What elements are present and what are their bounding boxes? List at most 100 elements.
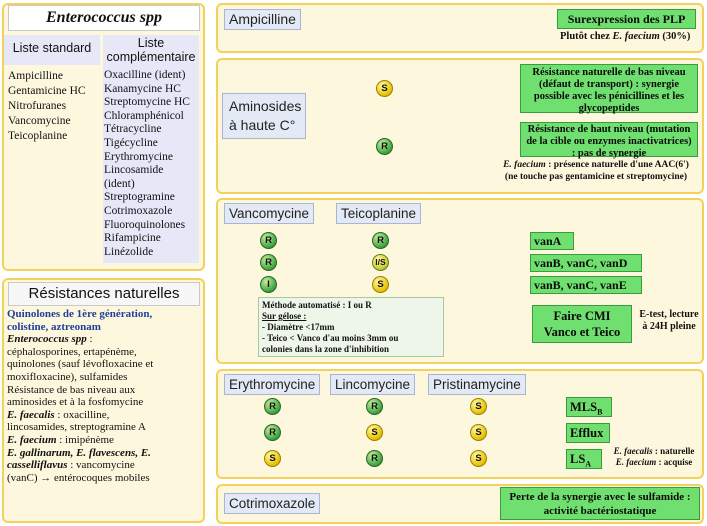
- natural-resistance-line-main: colistine, aztreonam: [7, 320, 101, 333]
- natural-resistance-line: E. faecium : imipénème: [7, 434, 203, 447]
- pristinamycine-label: Pristinamycine: [428, 374, 526, 395]
- natural-resistance-line: quinolones (sauf lévofloxacine et: [7, 358, 203, 371]
- natural-resistance-line-main: lincosamides, streptogramine A: [7, 421, 146, 434]
- complementary-header-bg: [103, 35, 199, 263]
- glyco-row2-vanco-circle: R: [260, 254, 277, 271]
- complementary-item: Tigécycline: [104, 136, 158, 149]
- aminosides-label: Aminosides à haute C°: [222, 93, 306, 139]
- mls-row3-result-sub: A: [585, 459, 592, 469]
- mls-ls-note: E. faecalis : naturelle E. faecium : acq…: [606, 446, 702, 468]
- natural-resistance-line: E. gallinarum, E. flavescens, E.: [7, 447, 203, 460]
- glyco-row3-teico-circle: S: [372, 276, 389, 293]
- mls-row3-ery-circle: S: [264, 450, 281, 467]
- vancomycine-label: Vancomycine: [224, 203, 315, 224]
- standard-header-bg: [4, 35, 100, 65]
- natural-resistance-line-tail: :: [86, 333, 93, 346]
- amino-s-circle: S: [376, 80, 393, 97]
- natural-resistance-line: colistine, aztreonam: [7, 321, 203, 334]
- lincomycine-label: Lincomycine: [330, 374, 416, 395]
- cotrimoxazole-result: Perte de la synergie avec le sulfamide :…: [500, 487, 700, 520]
- natural-resistance-line-main: Enterococcus spp: [7, 333, 87, 346]
- natural-resistance-text: Quinolones de 1ère génération,colistine,…: [7, 308, 203, 484]
- natural-resistance-line-main: E. faecium: [7, 433, 57, 446]
- standard-item: Vancomycine: [8, 115, 71, 127]
- amino-r-result: Résistance de haut niveau (mutation de l…: [520, 122, 698, 159]
- natural-resistance-line-main: aminosides et à la fosfomycine: [7, 396, 144, 409]
- natural-resistance-line-tail: : oxacilline,: [54, 408, 110, 421]
- complementary-item: Chloramphénicol: [104, 109, 184, 122]
- mls-row2-ery-circle: R: [264, 424, 281, 441]
- amino-s-result: Résistance naturelle de bas niveau (défa…: [520, 64, 698, 114]
- mls-row2-result: Efflux: [566, 423, 610, 443]
- mls-row1-result-text: MLS: [570, 400, 598, 414]
- ampicilline-sub-c: (30%): [659, 31, 691, 42]
- mls-row3-pristina-circle: S: [470, 450, 487, 467]
- glyco-method-line: - Teico < Vanco d'au moins 3mm ou: [262, 333, 399, 343]
- glyco-row1-teico-circle: R: [372, 232, 389, 249]
- complementary-list-header: Liste complémentaire: [106, 36, 196, 64]
- natural-resistance-line-main: quinolones (sauf lévofloxacine et: [7, 358, 154, 371]
- ampicilline-sub-b: E. faecium: [612, 31, 660, 42]
- natural-resistance-line: aminosides et à la fosfomycine: [7, 396, 203, 409]
- amino-note: E. faecium : présence naturelle d'une AA…: [490, 159, 702, 183]
- mls-note-b: : naturelle: [652, 446, 695, 456]
- natural-resistance-line-tail: : vancomycine: [67, 459, 135, 472]
- glyco-etest-note: E-test, lecture à 24H pleine: [639, 309, 699, 332]
- natural-resistance-line: (vanC) → entérocoques mobiles: [7, 472, 203, 485]
- glyco-method-line: - Diamètre <17mm: [262, 322, 335, 332]
- mls-row2-linco-circle: S: [366, 424, 383, 441]
- complementary-item: Fluoroquinolones: [104, 218, 186, 231]
- glyco-method-line: Sur gélose :: [262, 311, 307, 321]
- glyco-cmi-result: Faire CMI Vanco et Teico: [532, 305, 632, 343]
- glyco-row3-vanco-circle: I: [260, 276, 277, 293]
- natural-resistance-line-main: Quinolones de 1ère génération,: [7, 308, 153, 320]
- glyco-row2-teico-circle: I/S: [372, 254, 389, 271]
- glyco-row1-vanco-circle: R: [260, 232, 277, 249]
- standard-item: Ampicilline: [8, 70, 63, 82]
- standard-list: Ampicilline Gentamicine HC Nitrofuranes …: [8, 69, 86, 144]
- natural-resistance-line: Enterococcus spp :: [7, 333, 203, 346]
- natural-resistance-line: Résistance de bas niveau aux: [7, 384, 203, 397]
- mls-row3-linco-circle: R: [366, 450, 383, 467]
- mls-row1-linco-circle: R: [366, 398, 383, 415]
- amino-note-b: : présence naturelle d'une AAC(6'): [545, 160, 689, 170]
- natural-resistance-line-tail: : imipénème: [56, 433, 114, 446]
- amino-note-c: (ne touche pas gentamicine et streptomyc…: [504, 172, 688, 182]
- mls-row2-pristina-circle: S: [470, 424, 487, 441]
- natural-resistance-line: moxifloxacine), sulfamides: [7, 371, 203, 384]
- mls-row3-result-text: LS: [570, 452, 586, 466]
- complementary-list: Oxacilline (ident) Kanamycine HC Strepto…: [104, 69, 190, 259]
- glyco-method-line: colonies dans la zone d'inhibition: [262, 344, 390, 354]
- ampicilline-label: Ampicilline: [224, 9, 301, 30]
- glyco-row2-result: vanB, vanC, vanD: [530, 254, 642, 272]
- complementary-item: Lincosamide: [104, 164, 164, 177]
- aminosides-label-line1: Aminosides: [229, 98, 302, 114]
- mls-row1-pristina-circle: S: [470, 398, 487, 415]
- natural-resistance-line-main: E. faecalis: [7, 408, 55, 421]
- amino-r-circle: R: [376, 138, 393, 155]
- mls-row1-ery-circle: R: [264, 398, 281, 415]
- complementary-item: (ident): [104, 177, 135, 190]
- teicoplanine-label: Teicoplanine: [336, 203, 422, 224]
- mls-note-a: E. faecalis: [613, 446, 653, 456]
- natural-resistance-panel: [2, 278, 205, 523]
- glyco-method-line: Méthode automatisé : I ou R: [262, 300, 372, 310]
- standard-item: Gentamicine HC: [8, 85, 86, 97]
- complementary-item: Tétracycline: [104, 123, 162, 136]
- glyco-method-box: Méthode automatisé : I ou R Sur gélose :…: [258, 297, 444, 357]
- standard-list-header: Liste standard: [12, 41, 92, 55]
- glyco-row3-result: vanB, vanC, vanE: [530, 276, 642, 294]
- glyco-row1-result: vanA: [530, 232, 574, 250]
- enterococcus-title: Enterococcus spp: [8, 5, 200, 31]
- natural-resistance-line-main: céphalosporines, ertapénème,: [7, 345, 137, 358]
- natural-resistance-line-main: casselliflavus: [7, 459, 68, 472]
- mls-note-d: : acquise: [656, 457, 693, 467]
- complementary-item: Linézolide: [104, 245, 154, 258]
- complementary-item: Cotrimoxazole: [104, 204, 173, 217]
- complementary-item: Kanamycine HC: [104, 82, 181, 95]
- natural-resistance-line-main: (vanC) → entérocoques mobiles: [7, 471, 150, 484]
- natural-resistance-line-main: moxifloxacine), sulfamides: [7, 370, 128, 383]
- cotrimoxazole-label: Cotrimoxazole: [224, 493, 321, 514]
- natural-resistance-title: Résistances naturelles: [8, 282, 200, 306]
- complementary-item: Streptomycine HC: [104, 96, 190, 109]
